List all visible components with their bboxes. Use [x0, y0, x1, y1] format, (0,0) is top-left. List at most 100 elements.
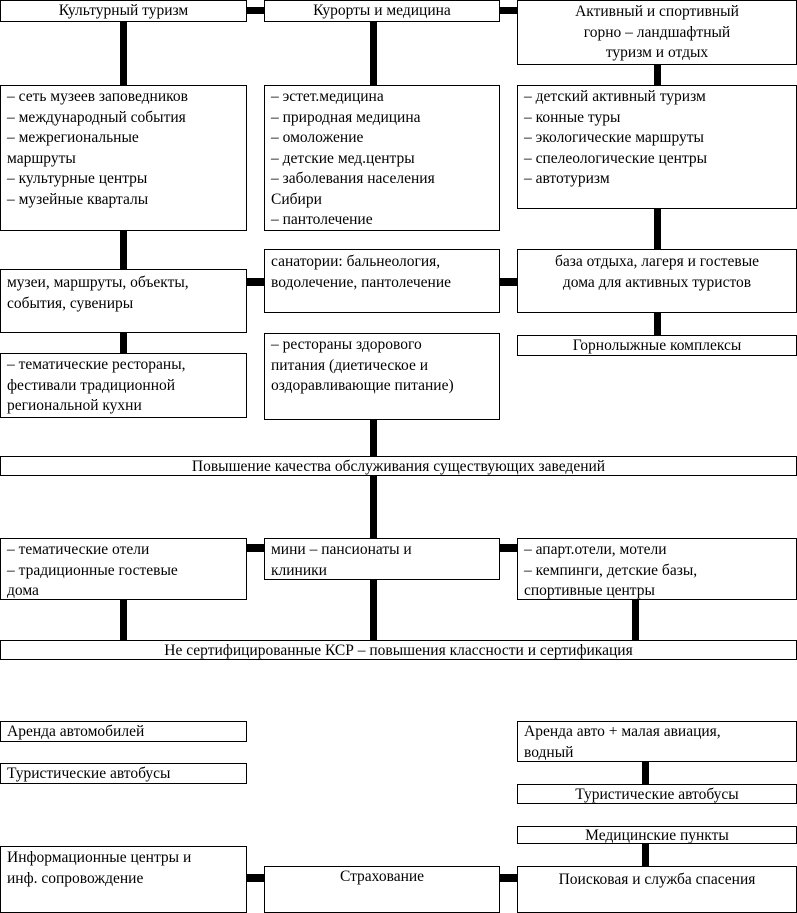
list-item: – спелеологические центры: [524, 149, 708, 167]
cultural-assets-box: – сеть музеев заповедников – международн…: [0, 85, 247, 231]
box-line: Медицинские пункты: [585, 827, 729, 844]
list-item: – автотуризм: [524, 170, 610, 187]
themed-hotels-box: – тематические отели – традиционные гост…: [0, 538, 247, 600]
box-line: Информационные центры и: [7, 849, 192, 866]
list-item: – конные туры: [524, 108, 621, 126]
box-line: оздоравливающие питание): [271, 377, 454, 394]
connector: [499, 544, 518, 552]
box-line: Туристические автобусы: [7, 765, 171, 782]
box-line: – кемпинги, детские базы,: [524, 561, 698, 579]
box-line: база отдыха, лагеря и гостевые: [554, 253, 760, 270]
box-line: – рестораны здорового: [271, 336, 422, 353]
list-item: – межрегиональные: [7, 129, 139, 146]
box-line: спортивные центры: [524, 582, 655, 599]
box-line: дома для активных туристов: [562, 273, 752, 291]
mini-boarding-houses-box: мини – пансионаты и клиники: [264, 538, 500, 580]
box-line: водолечение, пантолечение: [271, 273, 452, 291]
header-resorts-medicine: Курорты и медицина: [264, 0, 500, 22]
connector: [247, 7, 264, 14]
connector: [654, 65, 661, 85]
list-item: – детский активный туризм: [524, 88, 706, 105]
museums-routes-box: музеи, маршруты, объекты, события, сувен…: [0, 269, 247, 333]
list-item: – детские мед.центры: [271, 149, 415, 167]
box-line: дома: [7, 582, 39, 599]
box-line: – тематические отели: [7, 541, 150, 558]
header-cultural-tourism: Культурный туризм: [0, 0, 247, 22]
connector: [654, 209, 661, 249]
connector: [370, 476, 377, 538]
list-item: – сеть музеев заповедников: [7, 88, 188, 105]
header-line: горно – ландшафтный: [583, 23, 731, 41]
box-line: инф. сопровождение: [7, 869, 144, 887]
header-label: Культурный туризм: [58, 2, 189, 19]
connector: [247, 278, 264, 286]
box-line: санатории: бальнеология,: [271, 253, 441, 270]
connector: [247, 874, 264, 882]
themed-restaurants-box: – тематические рестораны, фестивали трад…: [0, 353, 247, 418]
box-line: Поисковая и служба спасения: [558, 871, 756, 888]
list-item: – культурные центры: [7, 170, 148, 187]
healthy-food-restaurants-box: – рестораны здорового питания (диетическ…: [264, 333, 500, 420]
list-item: – природная медицина: [271, 108, 421, 126]
tour-buses-left-box: Туристические автобусы: [0, 763, 247, 784]
list-item: – музейные кварталы: [7, 190, 149, 208]
connector: [247, 544, 264, 552]
insurance-box: Страхование: [264, 866, 500, 913]
sanatoriums-box: санатории: бальнеология, водолечение, па…: [264, 249, 500, 313]
list-item: – омоложение: [271, 129, 364, 146]
box-line: – традиционные гостевые: [7, 561, 178, 579]
service-quality-bar: Повышение качества обслуживания существу…: [0, 456, 797, 476]
connector: [632, 600, 639, 640]
connector: [120, 333, 127, 353]
info-centers-box: Информационные центры и инф. сопровожден…: [0, 846, 247, 913]
box-line: Туристические автобусы: [575, 786, 739, 803]
box-line: – апарт.отели, мотели: [524, 541, 667, 558]
header-active-tourism: Активный и спортивный горно – ландшафтны…: [517, 0, 797, 65]
rescue-service-box: Поисковая и служба спасения: [517, 866, 797, 913]
list-item: – пантолечение: [271, 211, 373, 228]
box-line: региональной кухни: [7, 397, 142, 414]
medical-points-box: Медицинские пункты: [517, 826, 797, 844]
connector: [120, 22, 127, 85]
active-tourism-types-box: – детский активный туризм – конные туры …: [517, 85, 797, 209]
box-line: фестивали традиционной: [7, 376, 176, 394]
bar-label: Не сертифицированные КСР – повышения кла…: [164, 642, 633, 659]
bar-label: Повышение качества обслуживания существу…: [191, 458, 606, 475]
list-item: – эстет.медицина: [271, 88, 384, 105]
box-line: мини – пансионаты и: [271, 541, 412, 558]
header-line: Активный и спортивный: [575, 3, 739, 20]
box-line: клиники: [271, 561, 327, 579]
connector: [499, 278, 518, 286]
connector: [370, 580, 377, 640]
ski-resorts-box: Горнолыжные комплексы: [517, 335, 797, 356]
connector: [120, 231, 127, 269]
box-line: питания (диетическое и: [271, 356, 428, 374]
header-label: Курорты и медицина: [313, 2, 451, 19]
box-line: Аренда автомобилей: [7, 723, 145, 740]
list-item: – международный события: [7, 108, 186, 126]
box-line: водный: [524, 743, 574, 761]
tour-buses-right-box: Туристические автобусы: [517, 784, 797, 804]
apart-hotels-box: – апарт.отели, мотели – кемпинги, детски…: [517, 538, 797, 600]
box-line: Горнолыжные комплексы: [572, 337, 742, 354]
recreation-bases-box: база отдыха, лагеря и гостевые дома для …: [517, 249, 797, 313]
connector: [499, 874, 518, 882]
connector: [642, 844, 649, 866]
connector: [654, 313, 661, 335]
list-item: Сибири: [271, 190, 322, 208]
certification-bar: Не сертифицированные КСР – повышения кла…: [0, 640, 797, 660]
box-line: музеи, маршруты, объекты,: [7, 274, 189, 291]
connector: [120, 600, 127, 640]
connector: [370, 22, 377, 85]
list-item: – заболевания населения: [271, 170, 435, 187]
box-line: Страхование: [339, 868, 425, 885]
box-line: – тематические рестораны,: [7, 356, 186, 373]
medical-services-box: – эстет.медицина – природная медицина – …: [264, 85, 500, 231]
box-line: Аренда авто + малая авиация,: [524, 723, 721, 740]
header-line: туризм и отдых: [605, 44, 709, 61]
connector: [499, 7, 518, 14]
car-rental-box: Аренда автомобилей: [0, 721, 247, 742]
connector: [370, 420, 377, 456]
list-item: – экологические маршруты: [524, 129, 704, 146]
